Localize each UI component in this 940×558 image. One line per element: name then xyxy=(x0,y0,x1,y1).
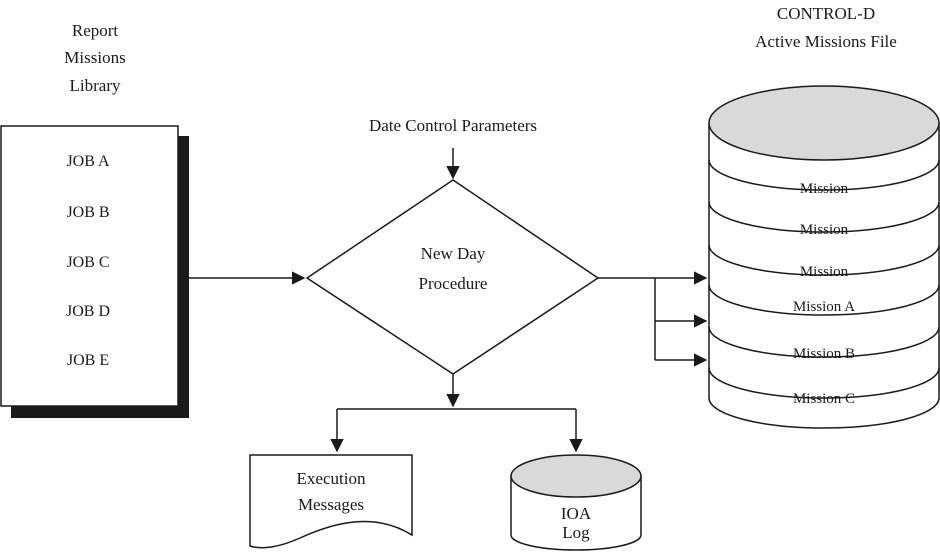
file-record-mission-c-label: Mission C xyxy=(793,391,855,407)
file-record-mission-b-label: Mission B xyxy=(793,346,855,362)
file-title-line-2: Active Missions File xyxy=(755,32,897,51)
file-record-separator xyxy=(708,244,940,276)
library-box xyxy=(0,125,179,407)
file-record-separator xyxy=(708,367,940,399)
library-title-line-1: Report xyxy=(72,21,119,40)
job-c-label: JOB C xyxy=(66,254,109,271)
procedure-label-line-1: New Day xyxy=(421,244,486,263)
file-record-separator xyxy=(708,284,940,316)
file-cylinder-top xyxy=(708,85,940,161)
job-b-label: JOB B xyxy=(66,204,109,221)
file-record-separator xyxy=(708,201,940,233)
file-record-separator xyxy=(708,159,940,191)
file-record-2-label: Mission xyxy=(800,222,849,238)
log-label-line-1: IOA xyxy=(561,504,592,523)
messages-label-line-2: Messages xyxy=(298,495,364,514)
job-d-label: JOB D xyxy=(66,303,110,320)
job-a-label: JOB A xyxy=(66,153,110,170)
file-record-mission-a-label: Mission A xyxy=(793,299,855,315)
file-record-1-label: Mission xyxy=(800,181,849,197)
log-label-line-2: Log xyxy=(562,523,590,542)
library-title-line-2: Missions xyxy=(64,48,125,67)
procedure-label-line-2: Procedure xyxy=(419,274,488,293)
log-cylinder-top xyxy=(510,454,642,498)
parameters-label: Date Control Parameters xyxy=(369,116,537,135)
file-record-3-label: Mission xyxy=(800,264,849,280)
messages-document xyxy=(249,454,413,549)
messages-label-line-1: Execution xyxy=(297,469,366,488)
file-record-separator xyxy=(708,326,940,358)
file-title-line-1: CONTROL-D xyxy=(777,4,875,23)
job-e-label: JOB E xyxy=(67,352,109,369)
library-title-line-3: Library xyxy=(70,76,121,95)
